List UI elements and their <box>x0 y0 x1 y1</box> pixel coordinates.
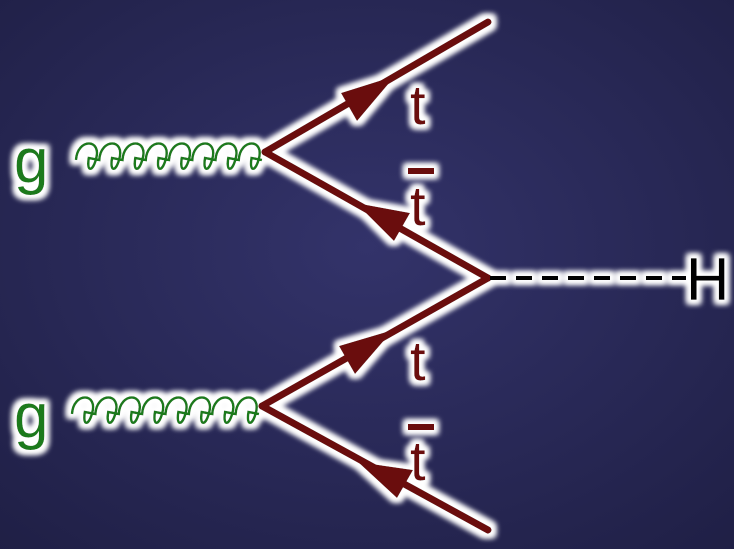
label-top-out: t <box>410 73 426 136</box>
label-gluon-bottom: g <box>14 382 48 451</box>
label-antitop-bottom: t <box>410 429 426 492</box>
antitop-bar-bottom <box>408 424 434 430</box>
diagram-graphics: g g t t t t H <box>14 18 729 534</box>
label-antitop-mid: t <box>410 174 426 237</box>
label-higgs: H <box>686 246 729 313</box>
arrow-icon-antitop-lower <box>358 462 413 498</box>
arrow-icon-antitop-mid <box>356 203 410 241</box>
label-top-mid: t <box>410 329 426 392</box>
gluon-line-bottom <box>70 396 260 424</box>
arrow-icon-top-mid <box>339 330 393 374</box>
arrow-icon-top-out <box>341 76 395 121</box>
antitop-bar-mid <box>408 168 434 174</box>
label-gluon-top: g <box>14 127 48 196</box>
gluon-line-top <box>74 142 263 170</box>
